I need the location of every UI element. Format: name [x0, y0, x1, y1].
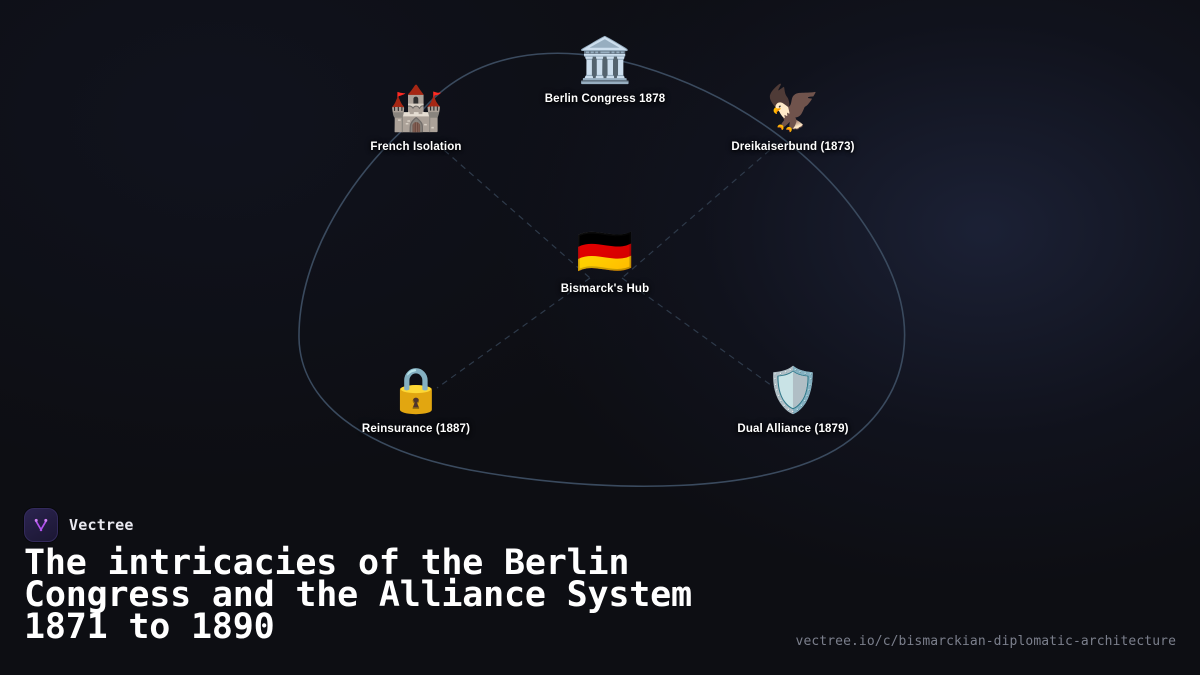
edge-hub-to-dual-alliance [621, 277, 776, 389]
diagram-node-label: Dual Alliance (1879) [737, 423, 849, 435]
diagram-canvas: 🏛️ Berlin Congress 1878 🏰 French Isolati… [298, 35, 906, 488]
diagram-node-dreikaiserbund[interactable]: 🦅 Dreikaiserbund (1873) [683, 83, 903, 154]
page-title: The intricacies of the Berlin Congress a… [24, 543, 692, 647]
slide-footer: Vectree The intricacies of the Berlin Co… [0, 490, 1200, 675]
castle-icon: 🏰 [388, 83, 444, 134]
edge-hub-to-reinsurance [436, 277, 591, 389]
vectree-v-logo-icon [24, 508, 58, 542]
shield-icon: 🛡️ [765, 365, 821, 416]
diagram-node-dual-alliance[interactable]: 🛡️ Dual Alliance (1879) [683, 365, 903, 436]
diagram-node-label: Bismarck's Hub [560, 283, 650, 295]
diagram-node-reinsurance[interactable]: 🔒 Reinsurance (1887) [306, 365, 526, 436]
diagram-node-label: French Isolation [370, 141, 462, 153]
enclosure-curve [298, 52, 906, 488]
classical-building-icon: 🏛️ [577, 35, 633, 86]
diagram-node-label: Berlin Congress 1878 [544, 93, 666, 105]
brand: Vectree [24, 508, 134, 542]
lock-icon: 🔒 [388, 365, 444, 416]
diagram-node-label: Dreikaiserbund (1873) [731, 141, 855, 153]
diagram-svg [298, 52, 906, 488]
brand-name: Vectree [69, 516, 134, 534]
diagram-node-label: Reinsurance (1887) [361, 423, 471, 435]
diagram-node-bismarcks-hub[interactable]: 🇩🇪 Bismarck's Hub [495, 225, 715, 295]
diagram-node-french-isolation[interactable]: 🏰 French Isolation [306, 83, 526, 154]
eagle-icon: 🦅 [765, 83, 821, 134]
edge-dreikaiserbund-to-hub [621, 142, 779, 279]
source-url: vectree.io/c/bismarckian-diplomatic-arch… [795, 634, 1176, 649]
german-flag-icon: 🇩🇪 [576, 224, 634, 278]
edge-french-isolation-to-hub [435, 142, 591, 279]
diagram-node-berlin-congress[interactable]: 🏛️ Berlin Congress 1878 [495, 35, 715, 106]
